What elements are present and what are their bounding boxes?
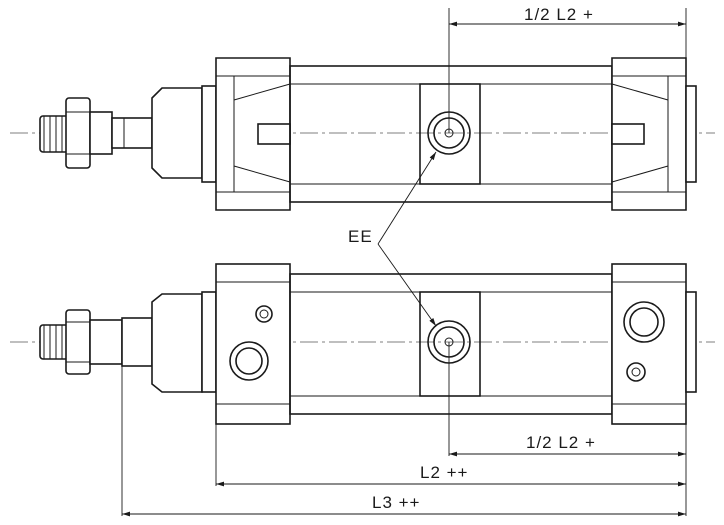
dim-half-l2-top-label: 1/2 L2 +: [524, 5, 594, 24]
top-barrel: [289, 65, 613, 203]
port-label: EE: [348, 227, 373, 246]
bottom-right-endcap: [611, 263, 697, 425]
top-rod-end: [39, 97, 153, 169]
bottom-rod-end: [39, 309, 153, 375]
top-view: [10, 57, 715, 211]
bottom-left-port: [229, 341, 269, 381]
top-right-endcap: [611, 57, 697, 211]
ee-leaders: [377, 151, 437, 327]
dim-l3-label: L3 ++: [372, 493, 421, 512]
bottom-left-endcap: [215, 263, 291, 425]
top-left-endcap: [215, 57, 291, 211]
bottom-right-port: [623, 301, 665, 343]
bottom-barrel: [289, 273, 613, 415]
bottom-hex-nut: [65, 309, 91, 375]
top-front-cover: [151, 85, 217, 183]
bottom-front-cover: [151, 291, 217, 393]
dim-l2-label: L2 ++: [420, 463, 469, 482]
top-hex-nut: [65, 97, 91, 169]
screw-icon: [255, 305, 273, 323]
screw-icon: [626, 362, 646, 382]
bottom-view: [10, 263, 715, 425]
dim-half-l2-bottom-label: 1/2 L2 +: [526, 433, 596, 452]
